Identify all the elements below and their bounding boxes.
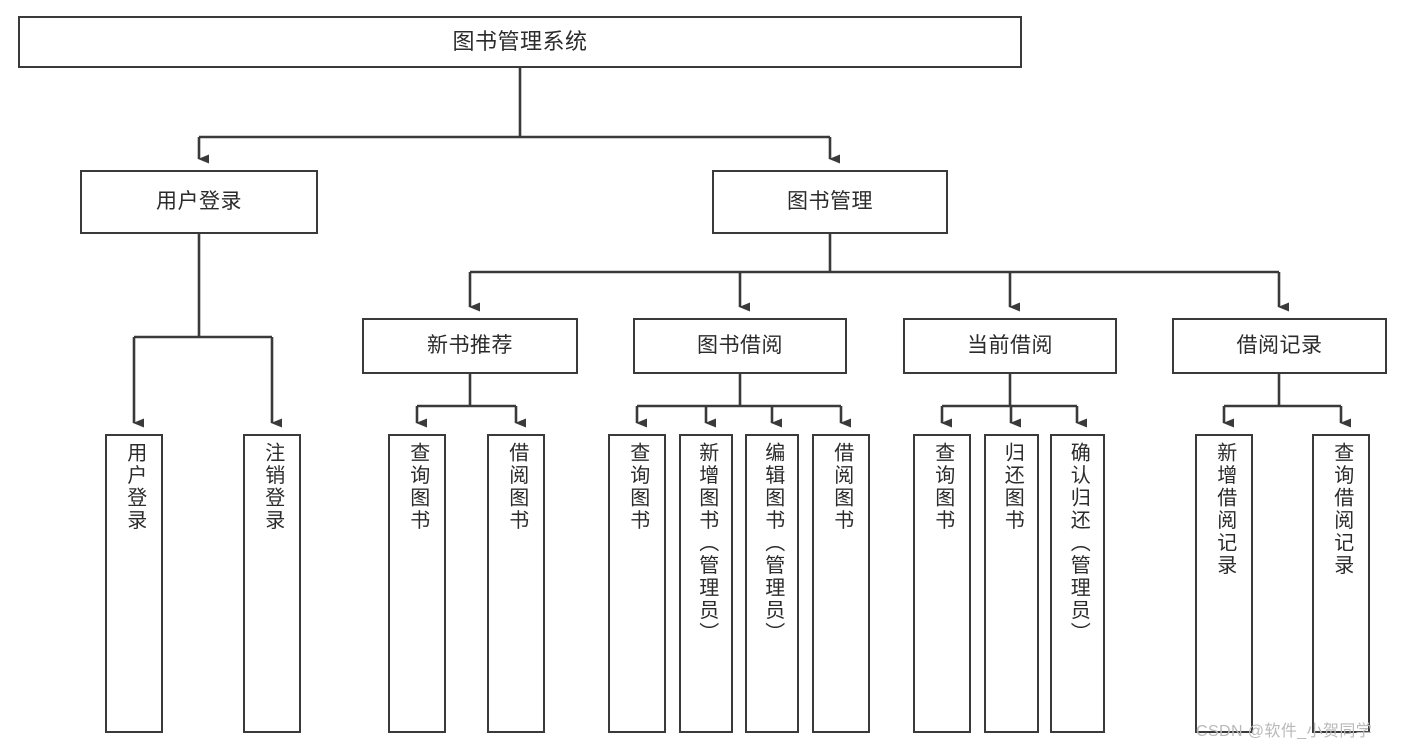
node-label: 新增借阅记录 (1213, 442, 1236, 577)
node-label: 新书推荐 (427, 333, 513, 357)
node-leaf-logout-login[interactable]: 注销登录 (243, 434, 301, 733)
node-leaf-return-book[interactable]: 归还图书 (984, 434, 1039, 733)
node-leaf-add-book-admin[interactable]: 新增图书（管理员） (679, 434, 733, 733)
node-label: 借阅图书 (830, 442, 853, 532)
node-label: 查询借阅记录 (1330, 442, 1353, 577)
node-label: 新增图书（管理员） (695, 442, 718, 645)
node-leaf-confirm-return-admin[interactable]: 确认归还（管理员） (1050, 434, 1105, 733)
node-label: 查询图书 (626, 442, 649, 532)
node-leaf-query-book-current[interactable]: 查询图书 (913, 434, 971, 733)
node-label: 图书借阅 (697, 333, 783, 357)
node-label: 查询图书 (931, 442, 954, 532)
node-user-login[interactable]: 用户登录 (80, 170, 318, 234)
node-new-book-recommend[interactable]: 新书推荐 (362, 318, 578, 374)
node-leaf-add-borrow-record[interactable]: 新增借阅记录 (1195, 434, 1253, 733)
node-leaf-borrow-book-recommend[interactable]: 借阅图书 (487, 434, 545, 733)
node-book-borrow[interactable]: 图书借阅 (633, 318, 847, 374)
node-label: 确认归还（管理员） (1067, 442, 1090, 645)
node-leaf-user-login[interactable]: 用户登录 (105, 434, 163, 733)
node-leaf-edit-book-admin[interactable]: 编辑图书（管理员） (745, 434, 799, 733)
node-label: 图书管理 (787, 189, 873, 213)
node-label: 编辑图书（管理员） (761, 442, 784, 645)
node-label: 借阅图书 (505, 442, 528, 532)
node-leaf-query-borrow-record[interactable]: 查询借阅记录 (1312, 434, 1370, 733)
node-label: 用户登录 (123, 442, 146, 532)
node-label: 借阅记录 (1236, 333, 1323, 357)
node-label: 查询图书 (406, 442, 429, 532)
node-leaf-borrow-book[interactable]: 借阅图书 (812, 434, 870, 733)
node-current-borrow[interactable]: 当前借阅 (903, 318, 1117, 374)
node-leaf-query-book-borrow[interactable]: 查询图书 (608, 434, 666, 733)
node-borrow-record[interactable]: 借阅记录 (1172, 318, 1387, 374)
node-book-management[interactable]: 图书管理 (712, 170, 948, 234)
node-label: 图书管理系统 (452, 29, 588, 55)
node-label: 当前借阅 (967, 333, 1053, 357)
csdn-watermark: CSDN @软件_小贺同学 (1196, 723, 1373, 740)
node-leaf-query-book-recommend[interactable]: 查询图书 (388, 434, 446, 733)
node-label: 用户登录 (156, 189, 242, 213)
node-root[interactable]: 图书管理系统 (18, 16, 1022, 68)
node-label: 注销登录 (261, 442, 284, 532)
node-label: 归还图书 (1001, 442, 1024, 532)
